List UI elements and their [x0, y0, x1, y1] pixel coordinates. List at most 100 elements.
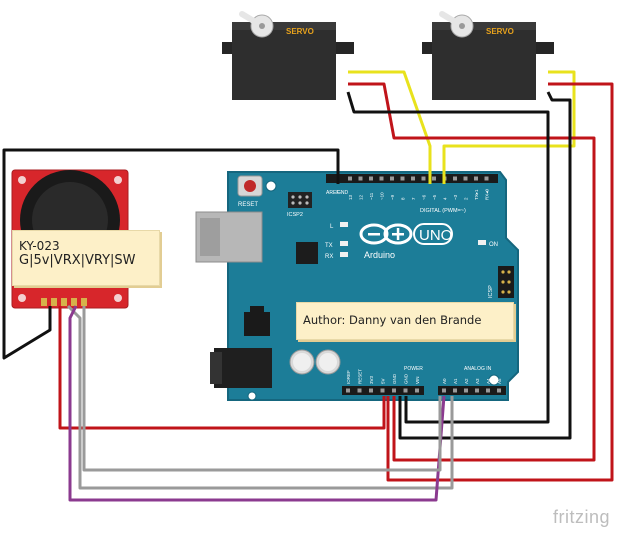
icsp2-header: ICSP2	[287, 192, 312, 218]
arduino-wordmark: Arduino	[364, 250, 395, 260]
regulator	[244, 312, 270, 336]
joystick-header-pin	[51, 298, 57, 306]
digital-pin-label: 12	[359, 194, 364, 200]
servo-left-label: SERVO	[286, 27, 314, 36]
wire-joystick-gnd	[2, 148, 340, 360]
icsp-header: ICSP	[488, 266, 514, 298]
power-pin	[346, 388, 350, 393]
wire-servo-right-gnd	[398, 91, 572, 440]
digital-pin-label: ~9	[390, 194, 395, 200]
power-pin-label: VIN	[415, 376, 420, 384]
usb-chip	[296, 242, 318, 264]
digital-pin	[400, 176, 405, 181]
digital-pin-label: 4	[443, 197, 448, 200]
wire-servo-left-5v	[348, 82, 596, 462]
joystick-header-pin	[41, 298, 47, 306]
wires	[2, 70, 614, 502]
reset-label: RESET	[238, 202, 258, 208]
joystick-note-title: KY-023	[19, 239, 60, 253]
joystick-header-pin	[81, 298, 87, 306]
digital-pin-label: RX◂0	[485, 188, 490, 200]
digital-pin-label: TX▸1	[474, 189, 479, 200]
servo-right-label: SERVO	[486, 27, 514, 36]
digital-pin	[484, 176, 489, 181]
power-header	[342, 386, 424, 395]
wire-servo-left-signal	[348, 70, 432, 184]
analog-header	[438, 386, 506, 395]
wire-servo-left-gnd	[346, 91, 550, 424]
rx-label: RX	[325, 254, 333, 260]
digital-pin	[369, 176, 373, 181]
digital-pin-label: ~6	[422, 194, 427, 200]
digital-pin-label: ~11	[369, 192, 374, 200]
power-pin-label: IOREF	[346, 370, 351, 384]
digital-pin	[463, 176, 468, 181]
wire-servo-right-signal	[442, 70, 576, 184]
digital-pin-label: ~10	[380, 192, 385, 200]
analog-pin-label: A2	[464, 378, 469, 384]
power-pin	[357, 388, 362, 393]
on-label: ON	[489, 242, 498, 248]
analog-pin-label: A1	[453, 378, 458, 384]
joystick-header-pin	[71, 298, 77, 306]
l-label: L	[330, 224, 334, 230]
power-pin	[369, 388, 373, 393]
joystick-header-pin	[61, 298, 67, 306]
power-pin	[380, 388, 385, 393]
analog-label: ANALOG IN	[464, 366, 492, 372]
analog-pin-label: A3	[475, 378, 480, 384]
author-note: Author: Danny van den Brande	[296, 302, 514, 340]
digital-pin	[421, 176, 426, 181]
digital-pin	[379, 176, 384, 181]
digital-pin-label: 13	[348, 194, 353, 200]
joystick-note-pins: G|5v|VRX|VRY|SW	[19, 253, 136, 268]
power-pin-label: 3V3	[369, 375, 374, 384]
icsp-label: ICSP	[488, 285, 494, 298]
on-led	[478, 240, 486, 245]
analog-pin-label: A4	[486, 378, 491, 384]
analog-pin	[442, 388, 446, 393]
fritzing-brand: fritzing	[552, 507, 610, 527]
power-label: POWER	[404, 366, 423, 372]
servo-right: SERVO	[422, 11, 554, 100]
digital-pin-label: ~5	[432, 194, 437, 200]
digital-pin-label: 2	[464, 197, 469, 200]
analog-pin-label: A5	[497, 378, 502, 384]
digital-pin	[390, 176, 394, 181]
power-pin-label: GND	[392, 373, 397, 384]
wire-grey-run	[82, 306, 442, 472]
wire-servo-right-5v	[386, 82, 614, 482]
dc-jack	[214, 348, 272, 388]
digital-pin	[432, 176, 436, 181]
digital-pin	[358, 176, 363, 181]
power-pin	[392, 388, 396, 393]
aref-label: AREF	[326, 190, 339, 196]
rx-led	[340, 252, 348, 257]
analog-pin	[453, 388, 457, 393]
wire-joystick-5v	[58, 306, 386, 430]
power-pin-label: GND	[404, 373, 409, 384]
digital-pin	[453, 176, 457, 181]
power-pin	[415, 388, 419, 393]
analog-pin	[464, 388, 468, 393]
power-pin	[403, 388, 408, 393]
gnd-label: GND	[337, 190, 349, 196]
digital-pin-label: ~3	[453, 194, 458, 200]
icsp2-label: ICSP2	[287, 212, 303, 218]
analog-pin-label: A0	[442, 378, 447, 384]
digital-pin-label: 8	[401, 197, 406, 200]
l-led	[340, 222, 348, 227]
power-pin-label: 5V	[381, 378, 386, 384]
author-note-text: Author: Danny van den Brande	[303, 313, 482, 327]
digital-pin	[411, 176, 415, 181]
arduino-logo: UNO Arduino	[359, 223, 453, 260]
power-pin-label: RESET	[358, 369, 363, 384]
digital-pin	[348, 176, 352, 181]
analog-pin	[486, 388, 490, 393]
wire-joystick-vrx	[66, 304, 454, 490]
digital-label: DIGITAL (PWM=~)	[420, 208, 466, 214]
analog-pin	[475, 388, 479, 393]
